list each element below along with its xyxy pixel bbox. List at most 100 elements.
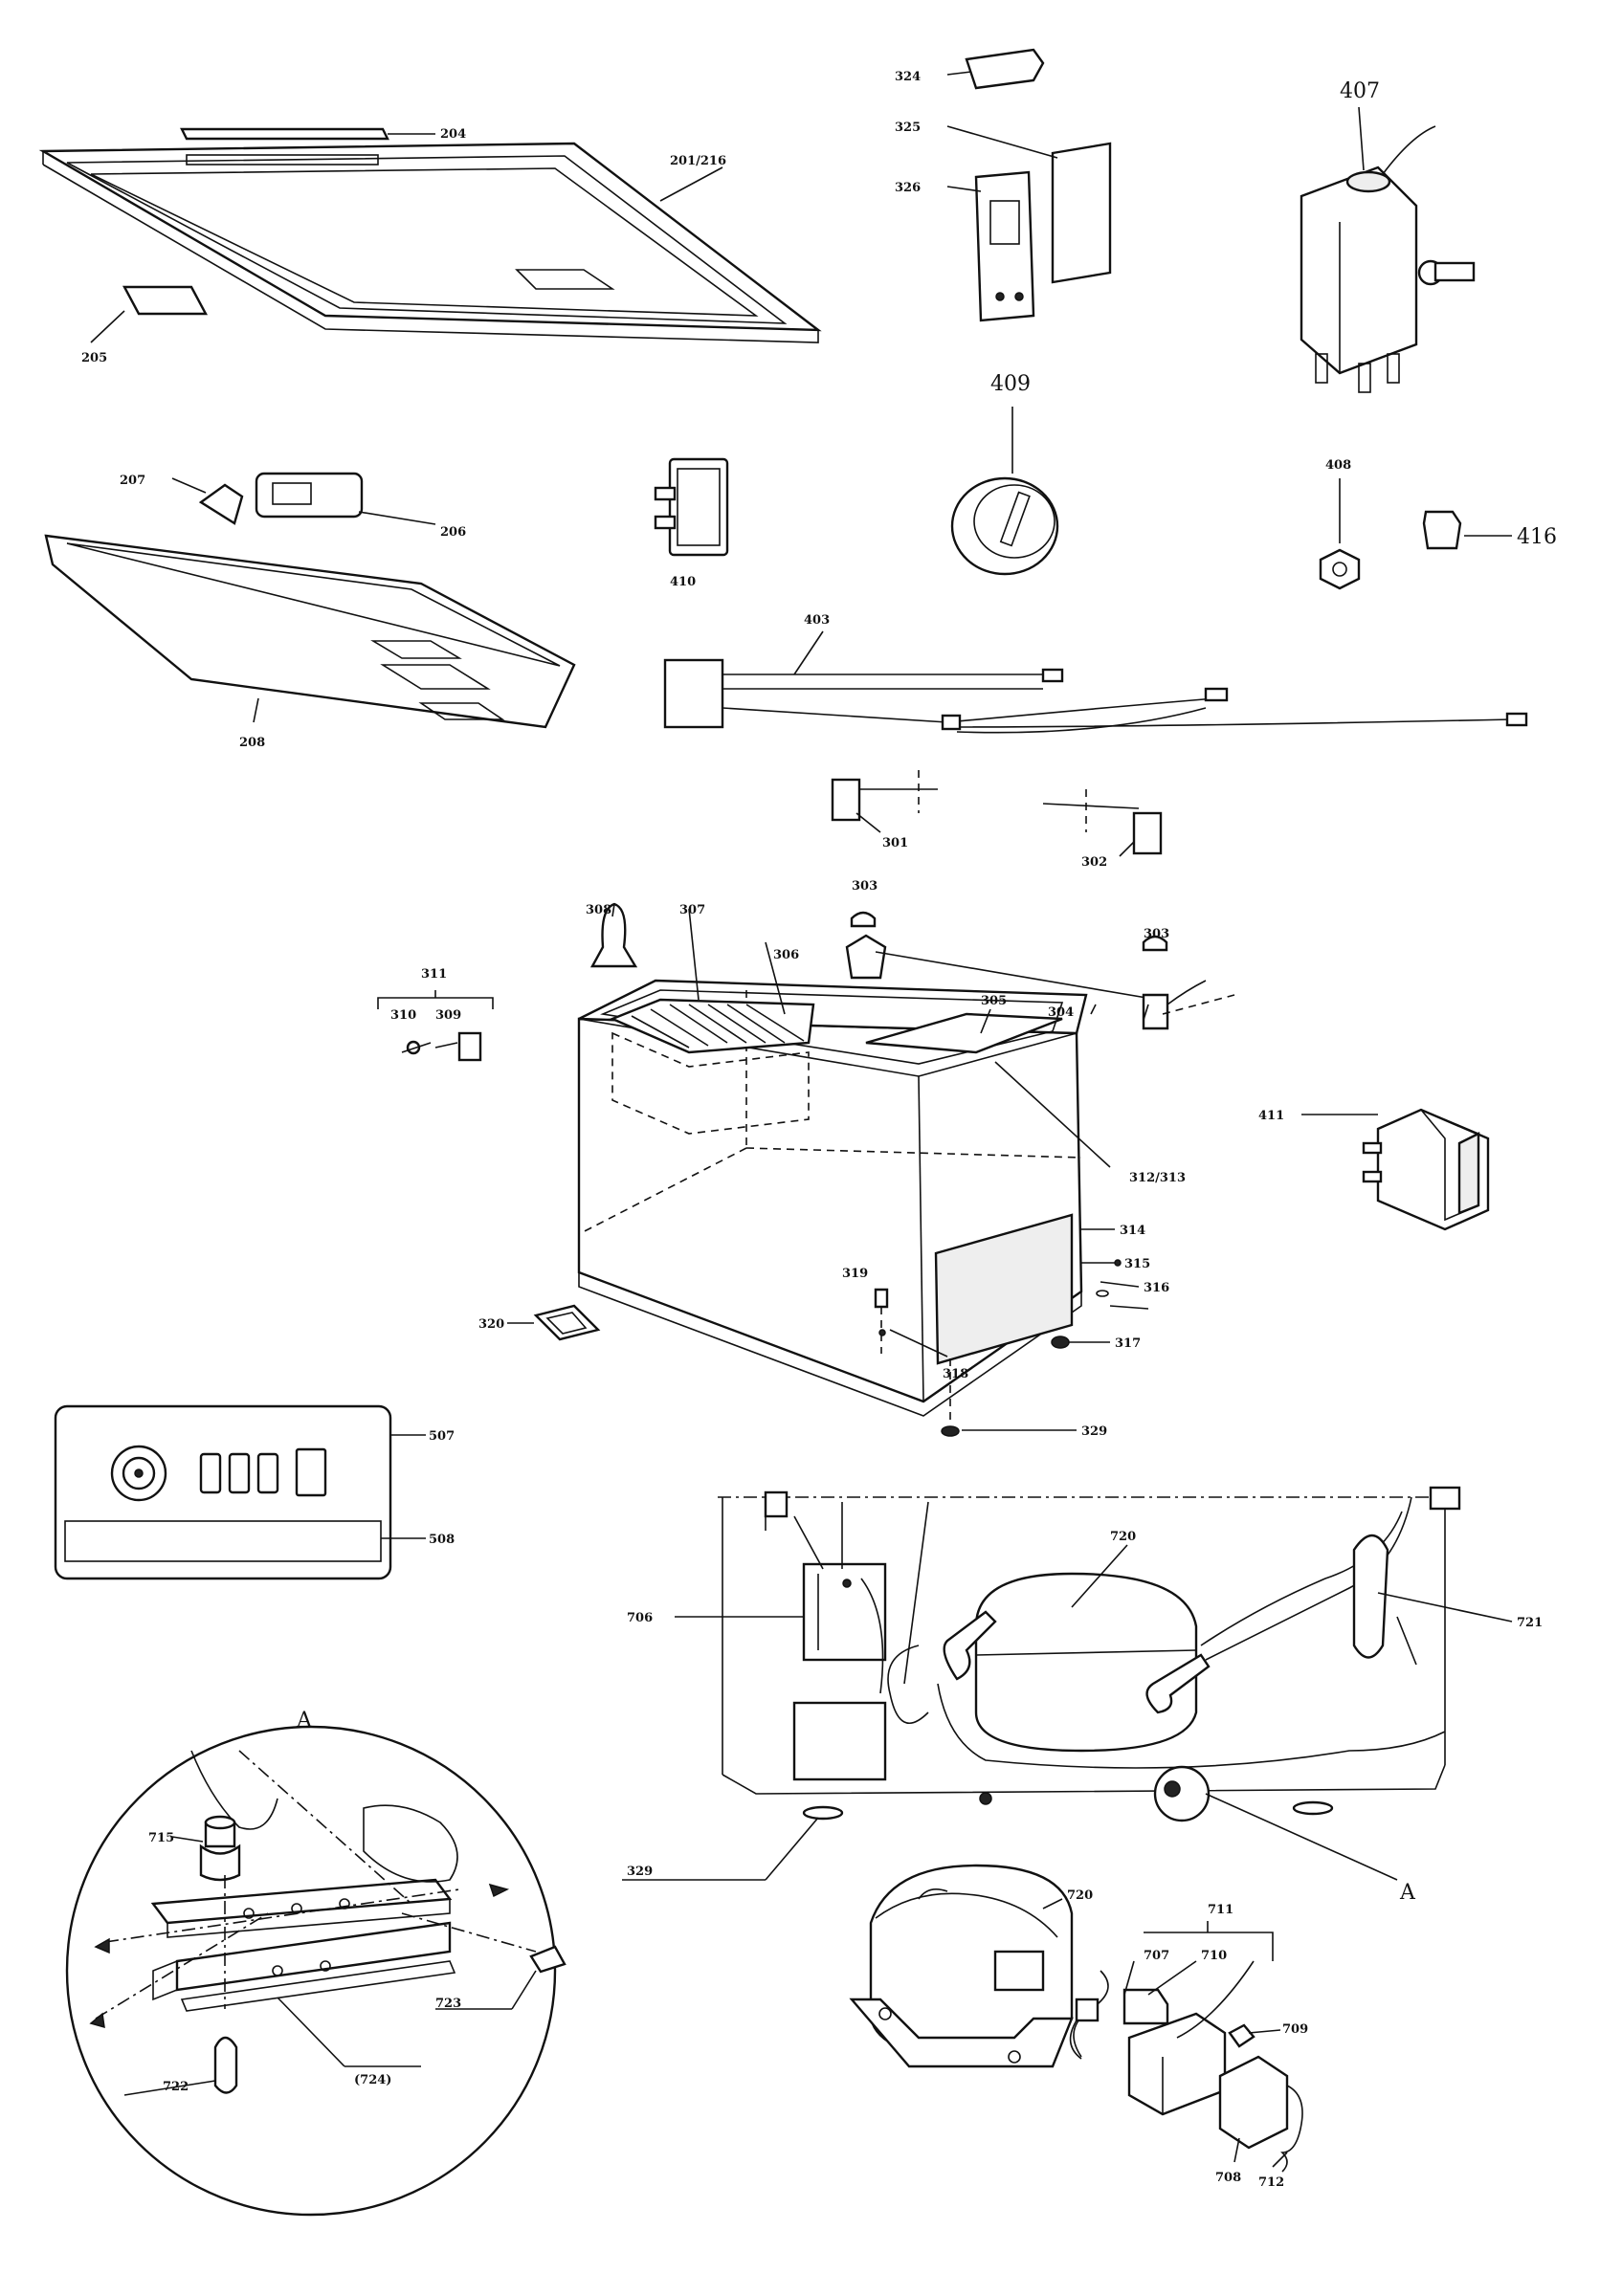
label-320: 320 <box>478 1317 504 1332</box>
label-308: 308 <box>586 903 611 917</box>
label-208: 208 <box>239 736 265 750</box>
label-325: 325 <box>895 121 921 135</box>
label-316: 316 <box>1144 1281 1169 1295</box>
label-403: 403 <box>804 613 830 628</box>
label-723: 723 <box>435 1997 461 2011</box>
connector-707 <box>1075 1998 1100 2022</box>
compressor-compartment <box>622 1486 1513 1881</box>
pin-722 <box>213 2036 238 2094</box>
capacitor-708 <box>1218 2055 1289 2150</box>
label-309: 309 <box>435 1008 461 1023</box>
label-307: 307 <box>679 903 705 917</box>
clip-723 <box>529 1945 567 1974</box>
latch-set-311 <box>377 990 494 1062</box>
hinge-301 <box>831 770 938 833</box>
label-205: 205 <box>81 351 107 365</box>
label-508: 508 <box>429 1533 455 1547</box>
label-302: 302 <box>1081 855 1107 870</box>
label-204: 204 <box>440 127 466 142</box>
label-304: 304 <box>1048 1005 1074 1020</box>
divider-305 <box>865 1012 1063 1054</box>
box-706 <box>792 1701 887 1781</box>
label-314: 314 <box>1120 1224 1145 1238</box>
screw-319 <box>874 1288 889 1354</box>
label-720a: 720 <box>1110 1530 1136 1544</box>
label-707: 707 <box>1144 1949 1169 1963</box>
lamp-holder-206 <box>255 472 364 519</box>
label-507: 507 <box>429 1429 455 1444</box>
bracket-325 <box>1051 142 1112 284</box>
label-709: 709 <box>1282 2022 1308 2037</box>
control-panel-507 <box>54 1404 426 1580</box>
label-416: 416 <box>1517 525 1557 549</box>
callout-circle-A <box>1153 1765 1211 1822</box>
housing-326 <box>974 170 1035 322</box>
overload-710 <box>1122 1988 1169 2025</box>
label-411: 411 <box>1258 1109 1284 1123</box>
rocker-switch-411 <box>1301 1108 1490 1231</box>
basket-306 <box>609 998 815 1054</box>
wiring-harness-403 <box>663 630 1528 734</box>
hinge-302 <box>1042 789 1163 857</box>
label-strip-508 <box>64 1520 382 1562</box>
clip-303-left <box>850 911 877 928</box>
label-317: 317 <box>1115 1336 1141 1351</box>
compressor-720 <box>849 1864 1074 2068</box>
thermostat-bracket <box>946 48 1112 322</box>
control-cover-assembly <box>44 472 576 729</box>
label-A-callout: A <box>1399 1881 1416 1905</box>
relay-706 <box>802 1562 887 1662</box>
label-205 <box>122 285 209 316</box>
condenser-721 <box>1352 1534 1389 1659</box>
label-410: 410 <box>670 575 696 589</box>
label-315: 315 <box>1124 1257 1150 1271</box>
label-324: 324 <box>895 70 921 84</box>
label-326: 326 <box>895 181 921 195</box>
drain-plug-320 <box>507 1304 601 1341</box>
switch-410 <box>654 457 729 557</box>
label-305: 305 <box>981 994 1007 1008</box>
label-207: 207 <box>120 474 145 488</box>
label-329a: 329 <box>1081 1424 1107 1439</box>
foot-317 <box>1051 1336 1070 1349</box>
label-710: 710 <box>1201 1949 1227 1963</box>
label-706: 706 <box>627 1611 653 1625</box>
relay-709 <box>1127 2012 1227 2116</box>
electrical-kit-711 <box>1069 1921 1303 2173</box>
label-318: 318 <box>943 1367 968 1381</box>
label-724: (724) <box>354 2073 391 2087</box>
label-708: 708 <box>1215 2171 1241 2185</box>
lid-assembly <box>38 127 822 343</box>
latch-308 <box>589 902 638 968</box>
label-722: 722 <box>163 2080 189 2094</box>
clip-324 <box>965 48 1045 90</box>
label-721: 721 <box>1517 1616 1543 1630</box>
label-720b: 720 <box>1067 1888 1093 1903</box>
label-306: 306 <box>773 948 799 962</box>
label-301: 301 <box>882 836 908 850</box>
label-711: 711 <box>1208 1903 1233 1917</box>
detail-A <box>65 1725 567 2217</box>
freezer-cabinet <box>577 908 1149 1417</box>
lock-rod-304 <box>845 911 1235 1030</box>
foot-329-cabinet <box>941 1358 1077 1437</box>
label-712: 712 <box>1258 2175 1284 2190</box>
thermostat-407 <box>1300 106 1476 393</box>
clip-303-right <box>1142 935 1168 952</box>
label-329b: 329 <box>627 1865 653 1879</box>
knob-409 <box>950 407 1059 576</box>
clip-416 <box>1422 510 1512 550</box>
label-303b: 303 <box>1144 927 1169 941</box>
label-303a: 303 <box>852 879 878 894</box>
label-311: 311 <box>421 967 447 982</box>
gasket-strip-204 <box>180 127 389 141</box>
screws-315-316 <box>1096 1259 1122 1297</box>
label-206: 206 <box>440 525 466 540</box>
label-715: 715 <box>148 1831 174 1845</box>
nut-408 <box>1319 478 1361 590</box>
label-408: 408 <box>1325 458 1351 473</box>
compressor-720-installed <box>974 1572 1198 1753</box>
label-312-313: 312/313 <box>1129 1171 1186 1185</box>
label-409: 409 <box>990 372 1031 396</box>
